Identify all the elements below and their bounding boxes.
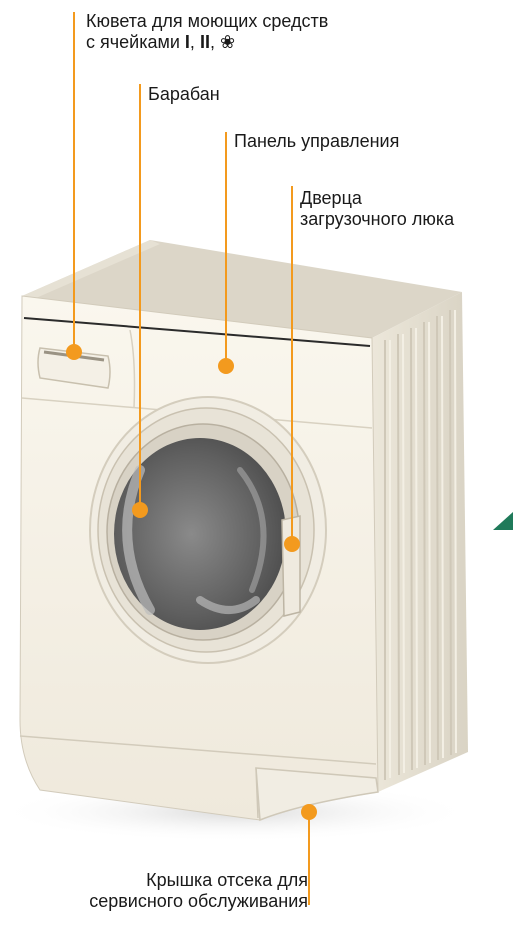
dispenser-cell-2: II <box>200 32 210 52</box>
dispenser-separator-2: , <box>210 32 220 52</box>
drum-dot <box>132 502 148 518</box>
drum-label: Барабан <box>148 84 220 105</box>
accent-triangle <box>493 512 513 530</box>
loading-door-label-line1: Дверца <box>300 188 454 209</box>
service-flap-dot <box>301 804 317 820</box>
detergent-dispenser-label-line2: с ячейками I, II, ❀ <box>86 32 328 53</box>
loading-door-label: Дверца загрузочного люка <box>300 188 454 230</box>
dispenser-dot <box>66 344 82 360</box>
control-panel-dot <box>218 358 234 374</box>
detergent-dispenser-label: Кювета для моющих средств с ячейками I, … <box>86 11 328 53</box>
control-panel-label: Панель управления <box>234 131 399 152</box>
detergent-dispenser-label-line1: Кювета для моющих средств <box>86 11 328 32</box>
loading-door-label-line2: загрузочного люка <box>300 209 454 230</box>
service-compartment-label: Крышка отсека для сервисного обслуживани… <box>89 870 308 912</box>
service-compartment-label-line1: Крышка отсека для <box>89 870 308 891</box>
door-dot <box>284 536 300 552</box>
service-compartment-label-line2: сервисного обслуживания <box>89 891 308 912</box>
dispenser-separator-1: , <box>190 32 200 52</box>
flower-icon: ❀ <box>220 32 235 52</box>
dispenser-line2-prefix: с ячейками <box>86 32 185 52</box>
machine-side <box>372 292 468 792</box>
